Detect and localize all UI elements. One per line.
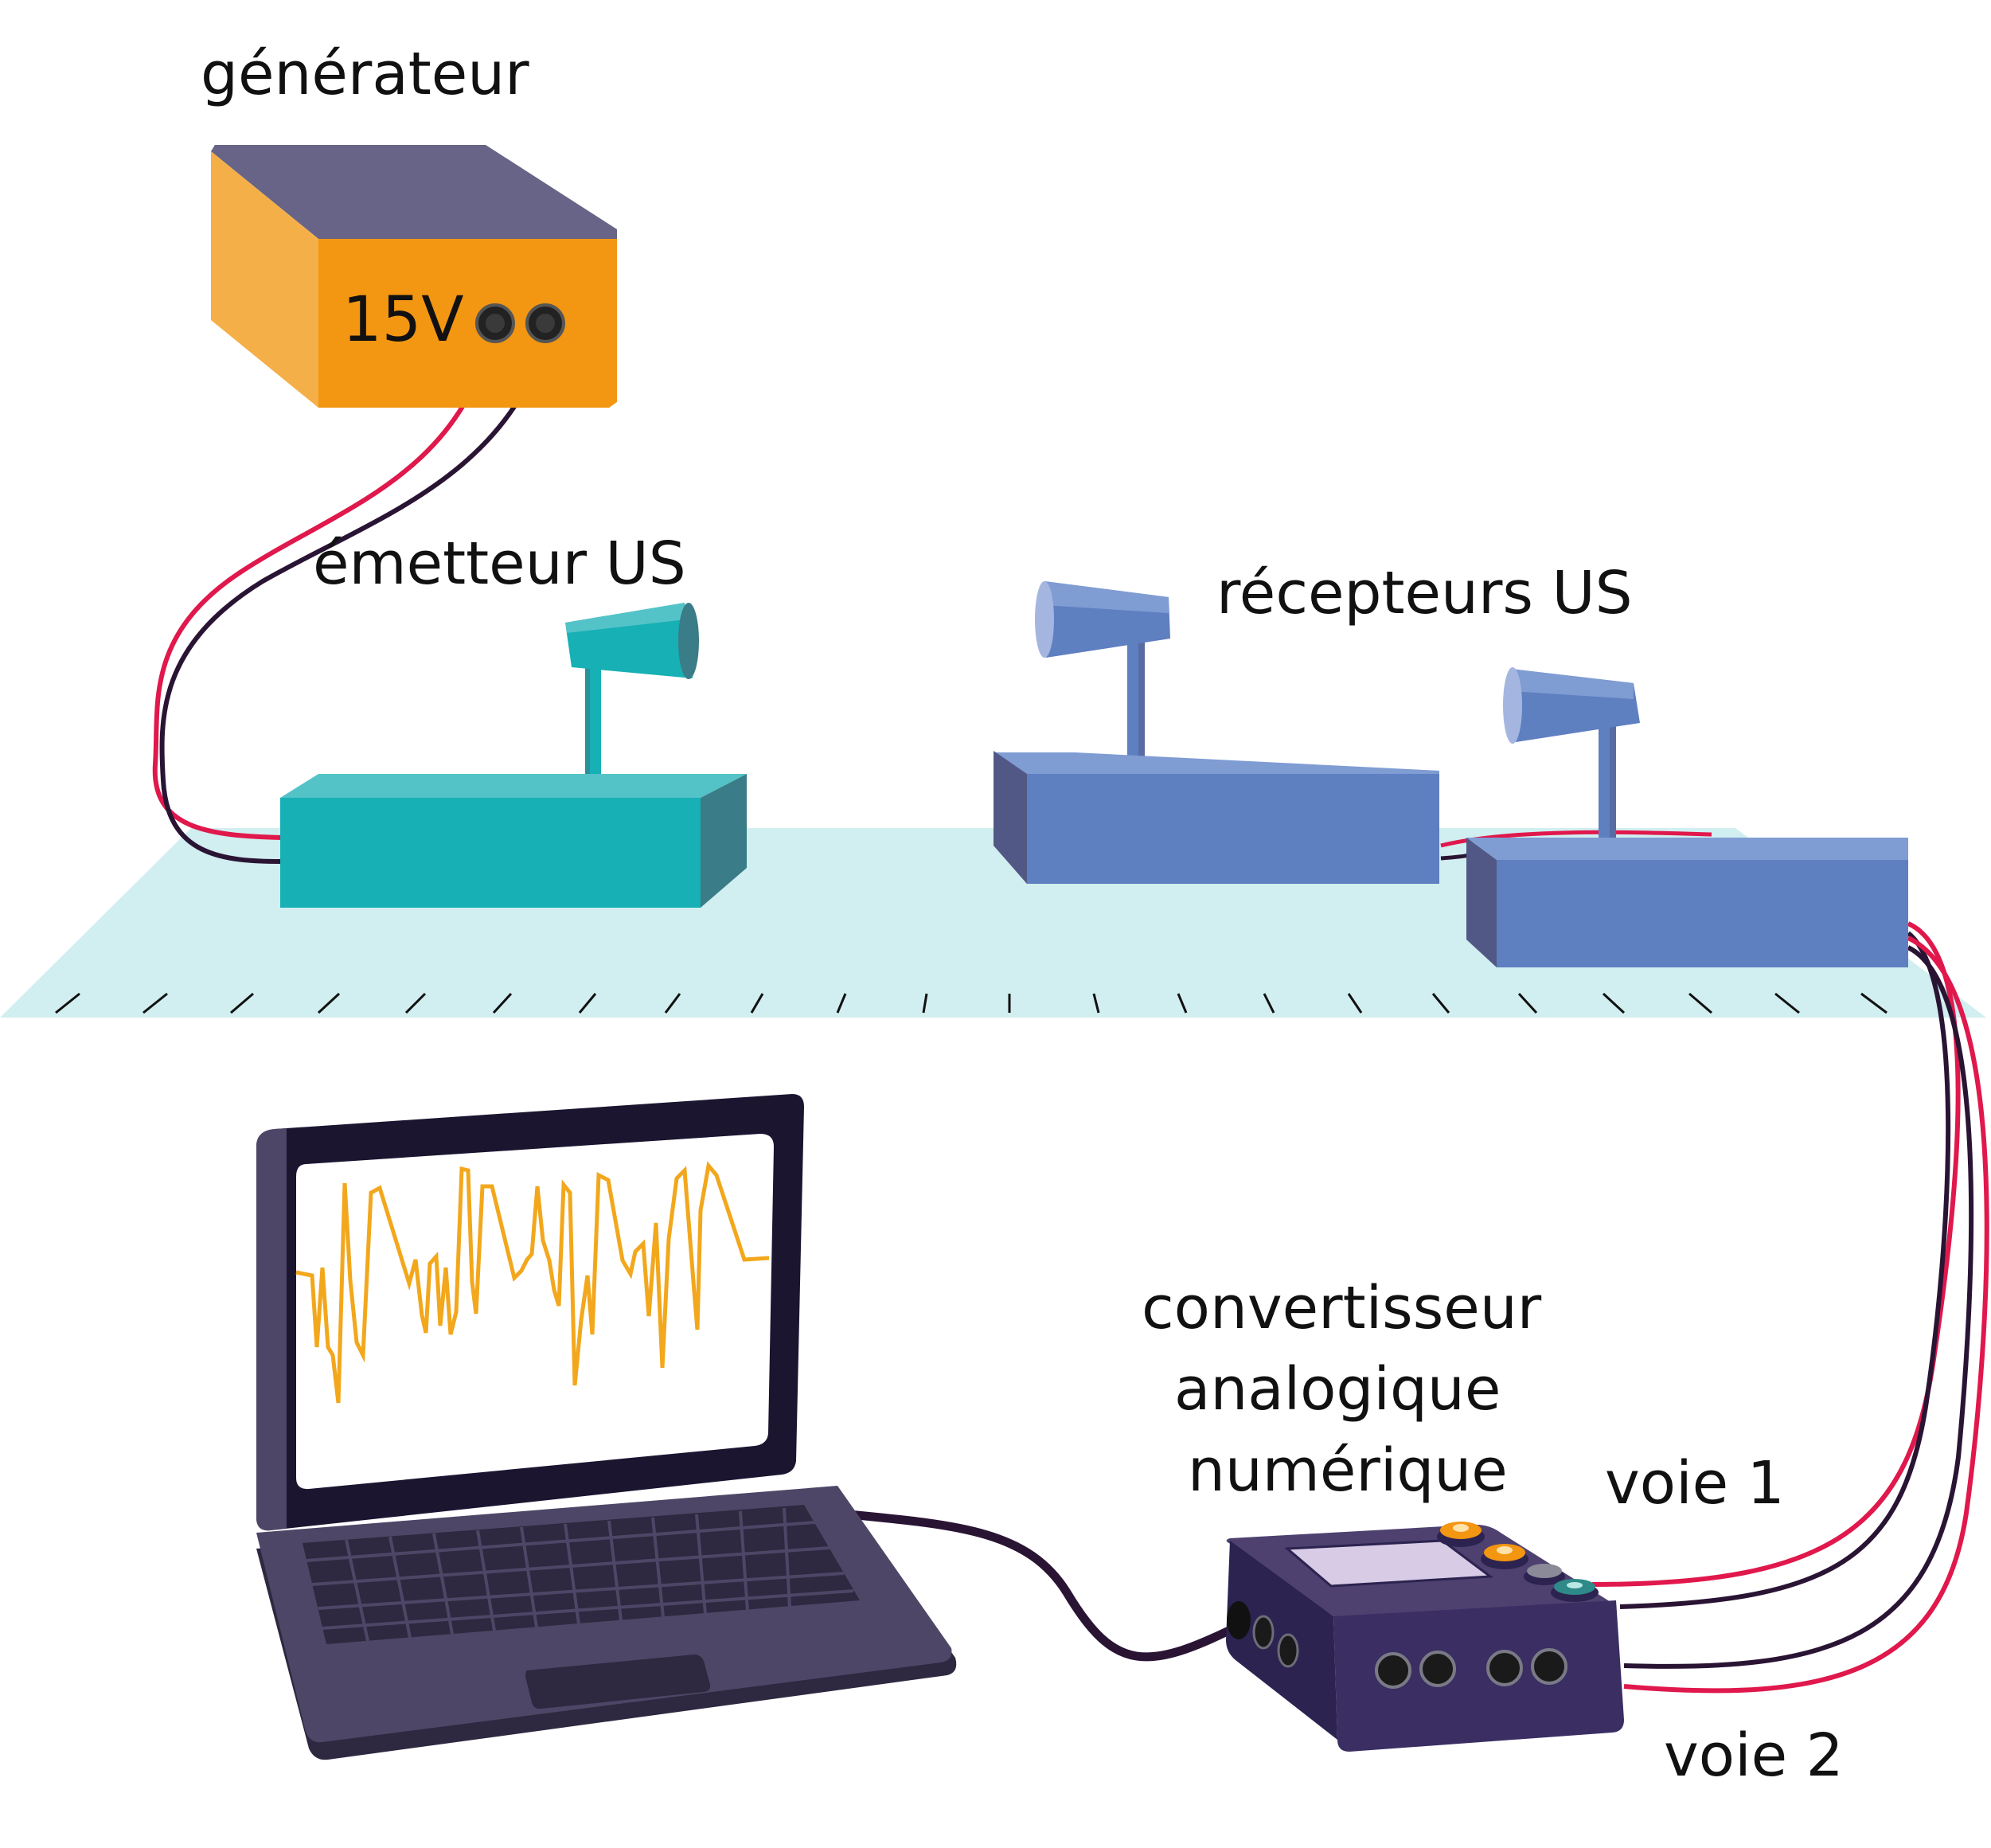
wire-generator-emitter xyxy=(152,324,552,864)
converter-label-line3: numérique xyxy=(1188,1436,1508,1505)
laptop: laptop-icon xyxy=(256,1094,957,1760)
emitter-side xyxy=(701,774,747,908)
emitter: ultrasonic-emitter-icon xyxy=(280,603,747,908)
laptop-screen xyxy=(296,1134,774,1490)
generator-terminal-black[interactable] xyxy=(525,303,565,343)
generator: power-supply-icon 15V xyxy=(211,145,617,408)
wire-voie2-red xyxy=(1623,936,1989,1694)
receiver-2-horn-face xyxy=(1503,667,1522,744)
generator-top xyxy=(211,145,617,239)
wire-voie2-dark xyxy=(1623,945,1974,1669)
receiver-2: ultrasonic-receiver-icon xyxy=(1466,667,1908,967)
wire-usb xyxy=(827,1508,1247,1662)
wire-voie1-dark xyxy=(1619,931,1951,1609)
laptop-screen-frame-edge xyxy=(256,1128,287,1531)
wire-converter-channels xyxy=(1591,921,1989,1694)
converter-buttons[interactable] xyxy=(1437,1522,1599,1602)
receiver-1-horn-face xyxy=(1035,581,1054,658)
converter-front-ports[interactable] xyxy=(1375,1648,1567,1689)
receivers-label: récepteurs US xyxy=(1216,559,1633,627)
receiver-2-top xyxy=(1466,838,1908,860)
channel-2-label: voie 2 xyxy=(1664,1721,1844,1790)
emitter-label: émetteur US xyxy=(313,529,686,598)
converter: adc-interface-icon xyxy=(1226,1522,1624,1752)
converter-side-ports[interactable] xyxy=(1227,1601,1299,1668)
generator-front xyxy=(318,239,617,408)
wire-dark xyxy=(159,326,552,864)
receiver-1: ultrasonic-receiver-icon xyxy=(994,581,1439,884)
laptop-keyboard xyxy=(303,1505,860,1644)
generator-side xyxy=(211,151,318,408)
keyboard-keys[interactable] xyxy=(306,1507,854,1642)
emitter-front xyxy=(280,798,701,908)
receiver-2-front xyxy=(1497,860,1908,967)
converter-label-line1: convertisseur xyxy=(1142,1274,1542,1342)
converter-display xyxy=(1284,1539,1494,1588)
generator-terminal-red[interactable] xyxy=(475,303,515,343)
signal-trace xyxy=(295,1161,770,1404)
wire-red xyxy=(152,324,496,840)
laptop-trackpad[interactable] xyxy=(525,1655,711,1709)
generator-voltage: 15V xyxy=(342,284,464,356)
receiver-1-side xyxy=(994,751,1027,884)
emitter-horn-face xyxy=(678,603,699,679)
ruler-ticks xyxy=(55,992,1888,1014)
channel-1-label: voie 1 xyxy=(1605,1449,1785,1518)
receiver-1-front xyxy=(1027,774,1439,884)
converter-front xyxy=(1333,1600,1624,1752)
converter-label-line2: analogique xyxy=(1174,1355,1501,1424)
emitter-top xyxy=(280,774,747,798)
generator-label: générateur xyxy=(201,40,529,108)
receiver-2-side xyxy=(1466,838,1497,967)
